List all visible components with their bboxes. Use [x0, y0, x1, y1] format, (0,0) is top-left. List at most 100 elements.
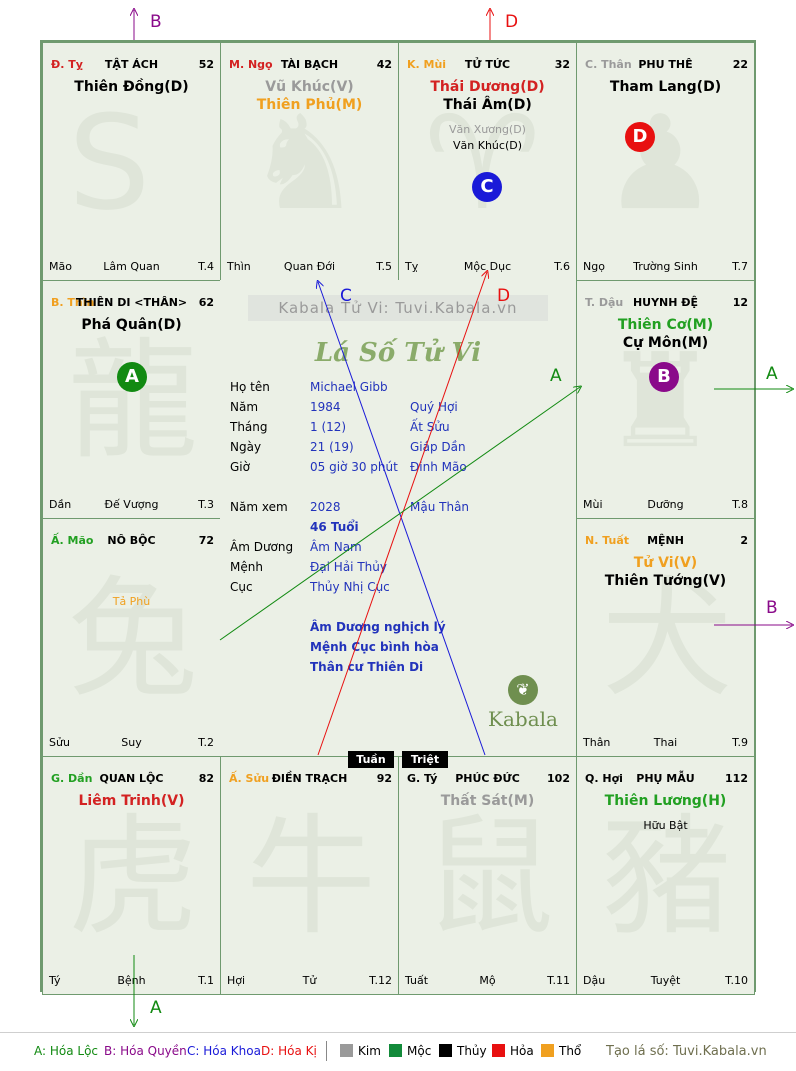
day-label: Ngày — [230, 440, 262, 454]
footer-branch: Tuất — [405, 974, 429, 987]
hour-value: 05 giờ 30 phút — [310, 460, 398, 474]
star-list: Tả Phù — [43, 554, 220, 610]
note-menhcuc: Mệnh Cục bình hòa — [310, 640, 439, 654]
zodiac-watermark-icon: 虎 — [68, 801, 199, 953]
footer-term: T.7 — [732, 260, 748, 273]
amduong-label: Âm Dương — [230, 540, 294, 554]
note-than: Thân cư Thiên Di — [310, 660, 424, 674]
star-list: Thiên Cơ(M) Cự Môn(M) — [577, 316, 754, 352]
kabala-logo: ❦ Kabala — [488, 675, 558, 735]
legend-divider — [326, 1041, 327, 1061]
footer-term: T.3 — [198, 498, 214, 511]
palace-branch: Ấ. Sửu — [229, 772, 270, 785]
main-star: Thiên Phủ(M) — [256, 97, 363, 113]
main-star: Thiên Cơ(M) — [617, 317, 714, 333]
legend-kim: Kim — [340, 1044, 381, 1058]
star-list: Tham Lang(D) — [577, 78, 754, 96]
palace-branch: Đ. Tỵ — [51, 58, 83, 71]
palace-number: 52 — [198, 58, 214, 71]
main-star: Liêm Trinh(V) — [78, 793, 185, 809]
legend-site-link[interactable]: Tạo lá số: Tuvi.Kabala.vn — [606, 1044, 767, 1059]
main-star: Cự Môn(M) — [622, 335, 709, 351]
line-c-label: C — [340, 286, 352, 306]
palace-name: PHÚC ĐỨC — [455, 772, 520, 785]
palace-branch: Q. Hợi — [585, 772, 623, 785]
day-canchi: Giáp Dần — [410, 440, 466, 454]
minor-star: Văn Xương(D) — [449, 123, 526, 136]
footer-stage: Mộ — [479, 974, 496, 987]
zodiac-watermark-icon: 犬 — [602, 563, 733, 715]
right-b-label: B — [766, 598, 778, 618]
palace-number: 82 — [198, 772, 214, 785]
legend-bar: A: Hóa Lộc B: Hóa Quyền C: Hóa Khoa D: H… — [0, 1032, 796, 1071]
footer-branch: Dậu — [583, 974, 606, 987]
thuy-swatch — [439, 1044, 452, 1057]
zodiac-watermark-icon: 龍 — [68, 325, 199, 477]
palace-name: TẬT ÁCH — [104, 58, 159, 71]
star-list: Thái Dương(D)Thái Âm(D)Văn Xương(D)Văn K… — [399, 78, 576, 154]
footer-term: T.9 — [732, 736, 748, 749]
menh-label: Mệnh — [230, 560, 263, 574]
star-list: Liêm Trinh(V) — [43, 792, 220, 810]
footer-stage: Tử — [302, 974, 317, 987]
hour-canchi: Đinh Mão — [410, 460, 467, 474]
hoa-swatch — [492, 1044, 505, 1057]
name-label: Họ tên — [230, 380, 270, 394]
main-star: Thái Dương(D) — [430, 79, 545, 95]
palace-number: 22 — [732, 58, 748, 71]
transform-marker-a: A — [117, 362, 147, 392]
footer-term: T.11 — [547, 974, 570, 987]
note-amduong: Âm Dương nghịch lý — [310, 620, 446, 634]
right-a-label: A — [766, 364, 778, 384]
star-list: Tử Vi(V)Thiên Tướng(V) — [577, 554, 754, 590]
palace-name: PHỤ MẪU — [636, 772, 695, 785]
palace-name: ĐIỀN TRẠCH — [271, 772, 348, 785]
footer-term: T.4 — [198, 260, 214, 273]
legend-moc: Mộc — [389, 1044, 431, 1058]
palace-name: HUYNH ĐỆ — [632, 296, 699, 309]
palace-number: 42 — [376, 58, 392, 71]
legend-hoa-quyen: B: Hóa Quyền — [104, 1044, 187, 1058]
palace-branch: C. Thân — [585, 58, 632, 71]
view-year-value: 2028 — [310, 500, 341, 514]
footer-term: T.5 — [376, 260, 392, 273]
palace-number: 62 — [198, 296, 214, 309]
line-a-label: A — [550, 366, 562, 386]
footer-term: T.6 — [554, 260, 570, 273]
moc-swatch — [389, 1044, 402, 1057]
palace-branch: M. Ngọ — [229, 58, 273, 71]
zodiac-watermark-icon: 牛 — [246, 801, 377, 953]
logo-text: Kabala — [488, 707, 558, 731]
main-star: Thất Sát(M) — [440, 793, 535, 809]
footer-branch: Mùi — [583, 498, 603, 511]
bottom-a-label: A — [150, 998, 162, 1018]
footer-term: T.12 — [369, 974, 392, 987]
footer-stage: Dưỡng — [647, 498, 684, 511]
palace-name: NÔ BỘC — [107, 534, 156, 547]
year-canchi: Quý Hợi — [410, 400, 458, 414]
main-star: Thiên Đồng(D) — [74, 79, 189, 95]
footer-branch: Dần — [49, 498, 72, 511]
palace-branch: G. Dần — [51, 772, 93, 785]
palace-number: 102 — [547, 772, 570, 785]
palace-number: 92 — [376, 772, 392, 785]
name-value: Michael Gibb — [310, 380, 388, 394]
top-b-label: B — [150, 12, 162, 32]
age-value: 46 Tuổi — [310, 520, 359, 534]
footer-branch: Thân — [583, 736, 611, 749]
palace-name: TÀI BẠCH — [280, 58, 339, 71]
footer-stage: Thai — [653, 736, 678, 749]
